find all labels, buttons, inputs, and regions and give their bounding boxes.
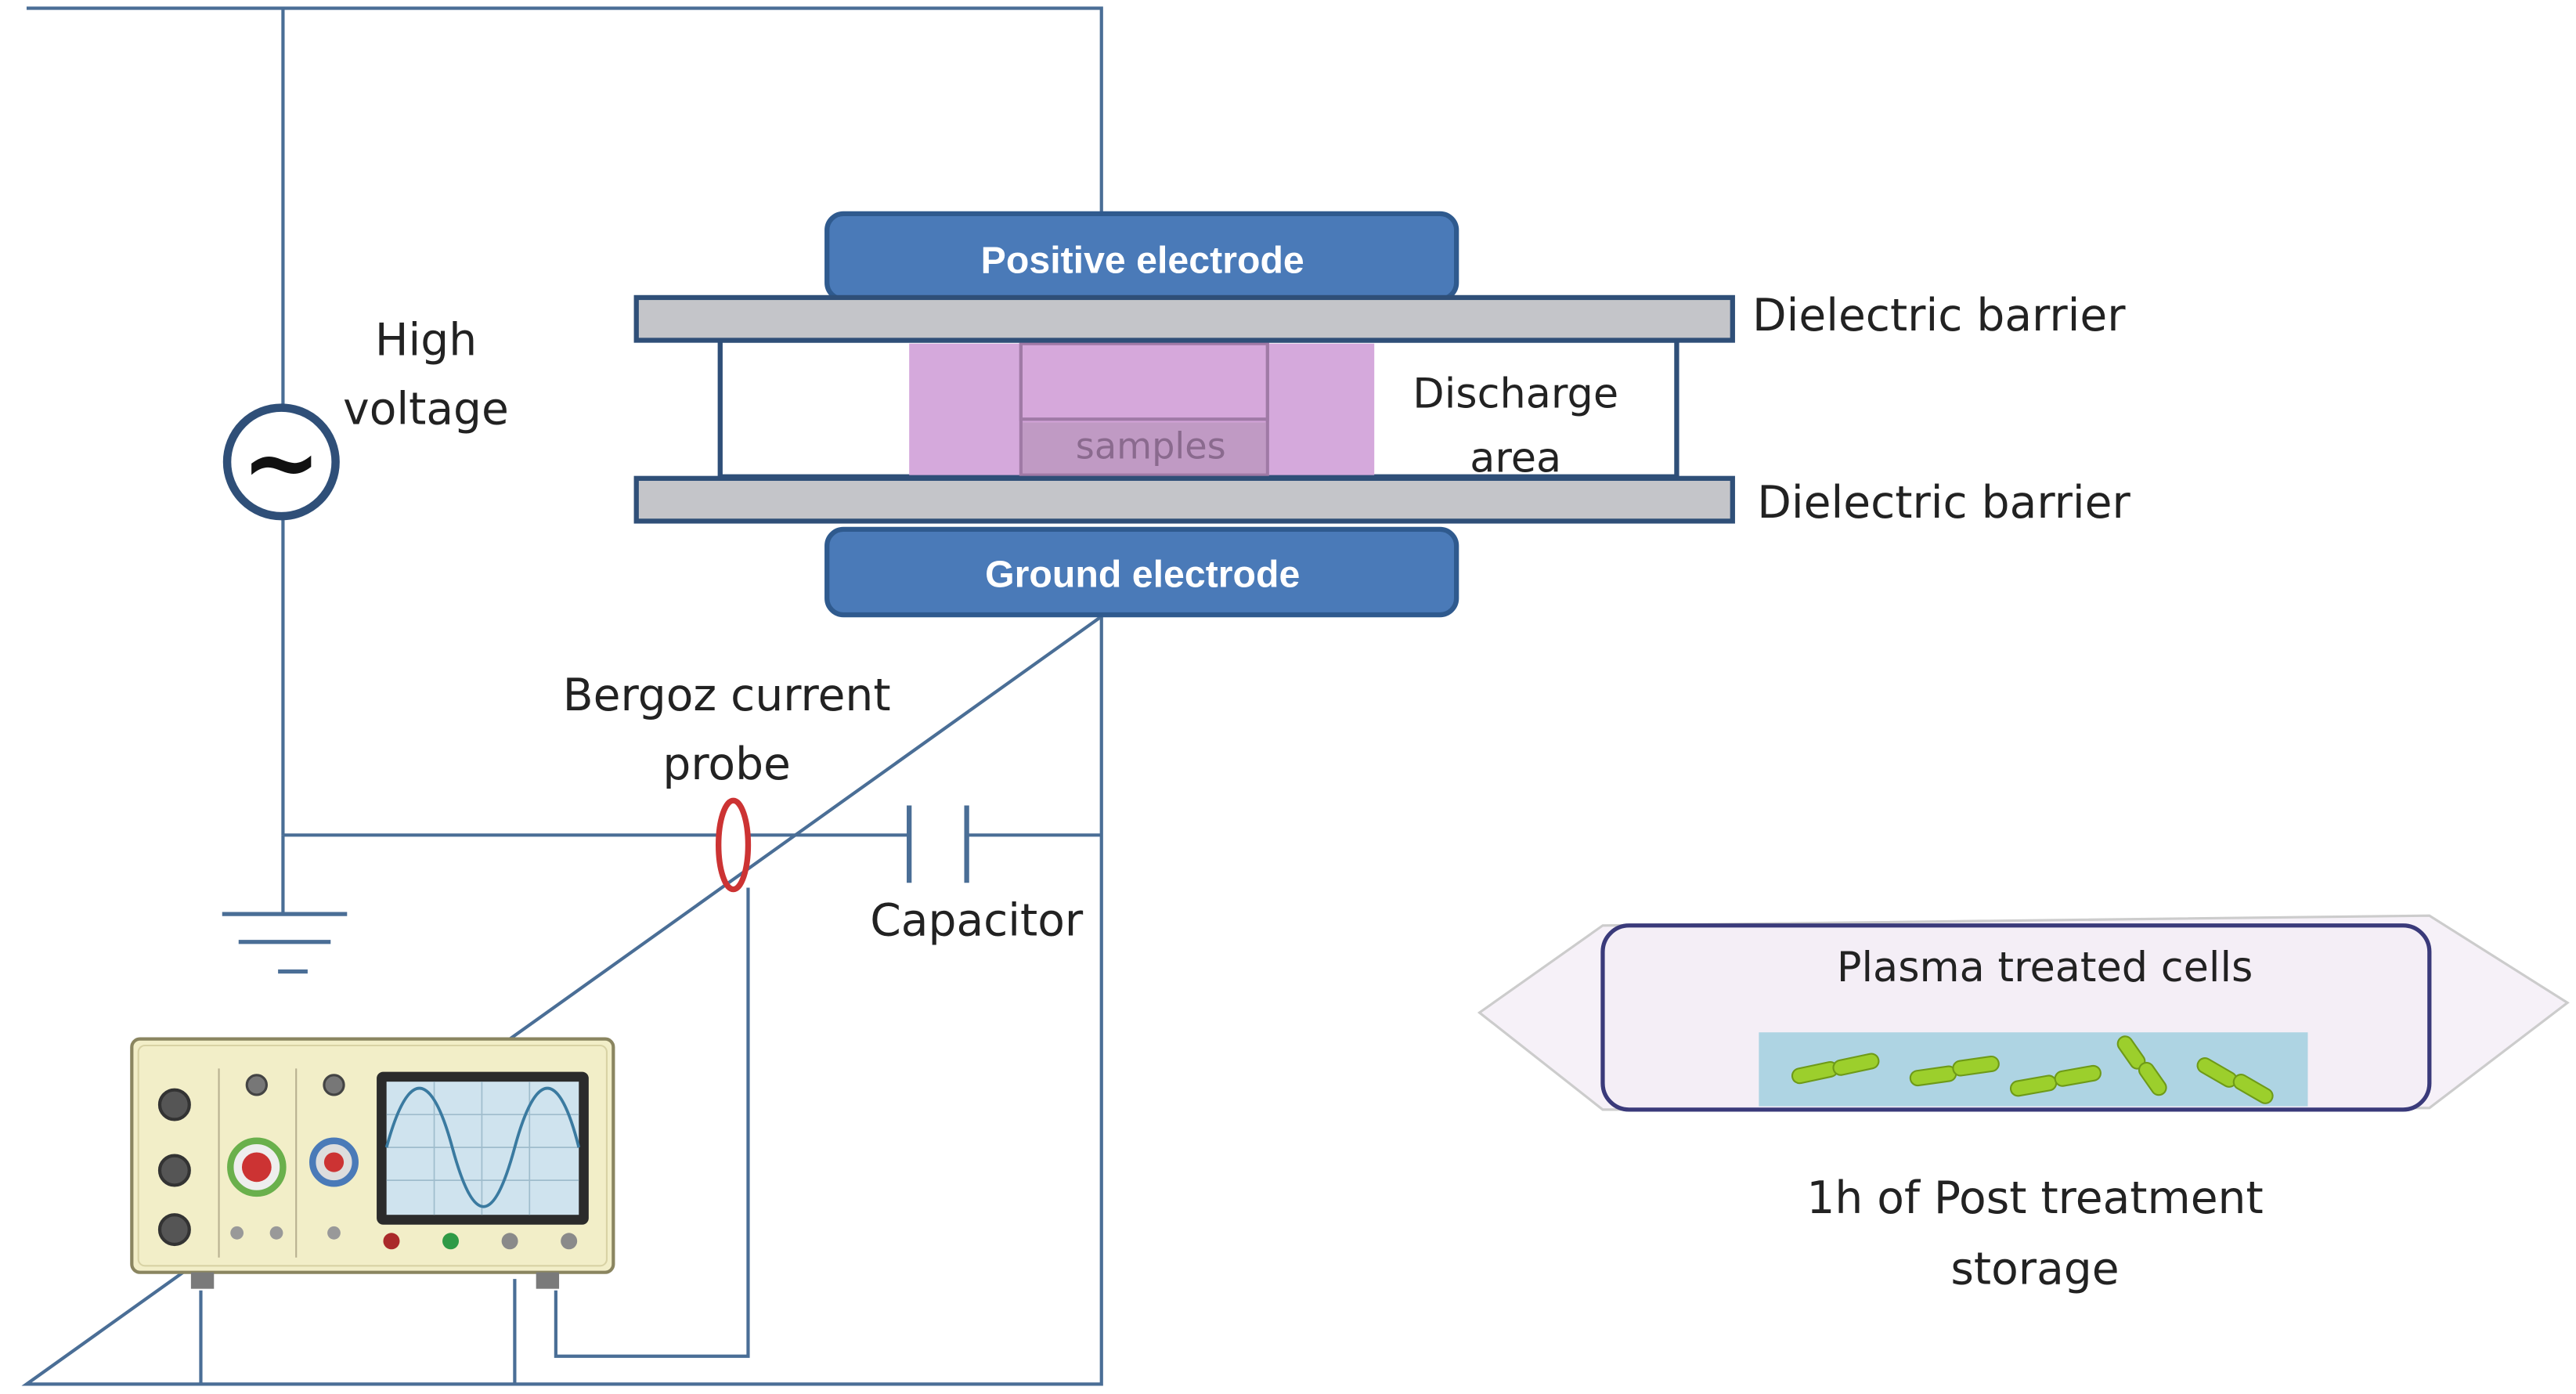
ac-symbol: ~	[241, 406, 321, 518]
probe-label-line2: probe	[662, 739, 790, 790]
storage-label-line1: 1h of Post treatment	[1806, 1172, 2263, 1224]
bacteria-icon	[1791, 1035, 2274, 1104]
ground-symbol-icon	[222, 912, 348, 974]
circuit-wires	[21, 6, 1103, 1386]
wire-outer-loop	[21, 6, 1103, 1386]
current-probe-icon	[716, 797, 752, 893]
storage-label-line2: storage	[1950, 1243, 2119, 1295]
positive-electrode-label: Positive electrode	[981, 239, 1304, 281]
capacitor-icon	[907, 805, 969, 883]
plasma-treated-cells-label: Plasma treated cells	[1837, 944, 2253, 991]
treated-cells-bag: Plasma treated cells	[1477, 914, 2570, 1112]
probe-label-line1: Bergoz current	[563, 670, 891, 721]
oscilloscope-icon	[130, 1037, 615, 1289]
samples-bar	[1023, 422, 1266, 474]
dbd-reactor: Positive electrode samples Ground electr…	[633, 211, 1735, 618]
capacitor-label: Capacitor	[870, 894, 1084, 946]
dielectric-barrier-bottom	[633, 475, 1735, 524]
high-voltage-label-line1: High	[375, 314, 477, 366]
sample-holder-top	[1019, 341, 1269, 421]
dielectric-barrier-top	[633, 294, 1735, 343]
dielectric-barrier-top-label: Dielectric barrier	[1752, 290, 2126, 341]
ground-electrode-label: Ground electrode	[985, 553, 1300, 595]
wire-probe-to-scope	[554, 887, 750, 1358]
high-voltage-label-line2: voltage	[343, 384, 509, 435]
dielectric-barrier-bottom-label: Dielectric barrier	[1757, 477, 2130, 529]
discharge-area-label-line2: area	[1470, 434, 1561, 482]
discharge-area-label-line1: Discharge	[1412, 370, 1618, 418]
samples-label: samples	[1076, 425, 1226, 468]
ground-electrode	[824, 526, 1459, 618]
ac-source-icon: ~	[222, 403, 340, 521]
